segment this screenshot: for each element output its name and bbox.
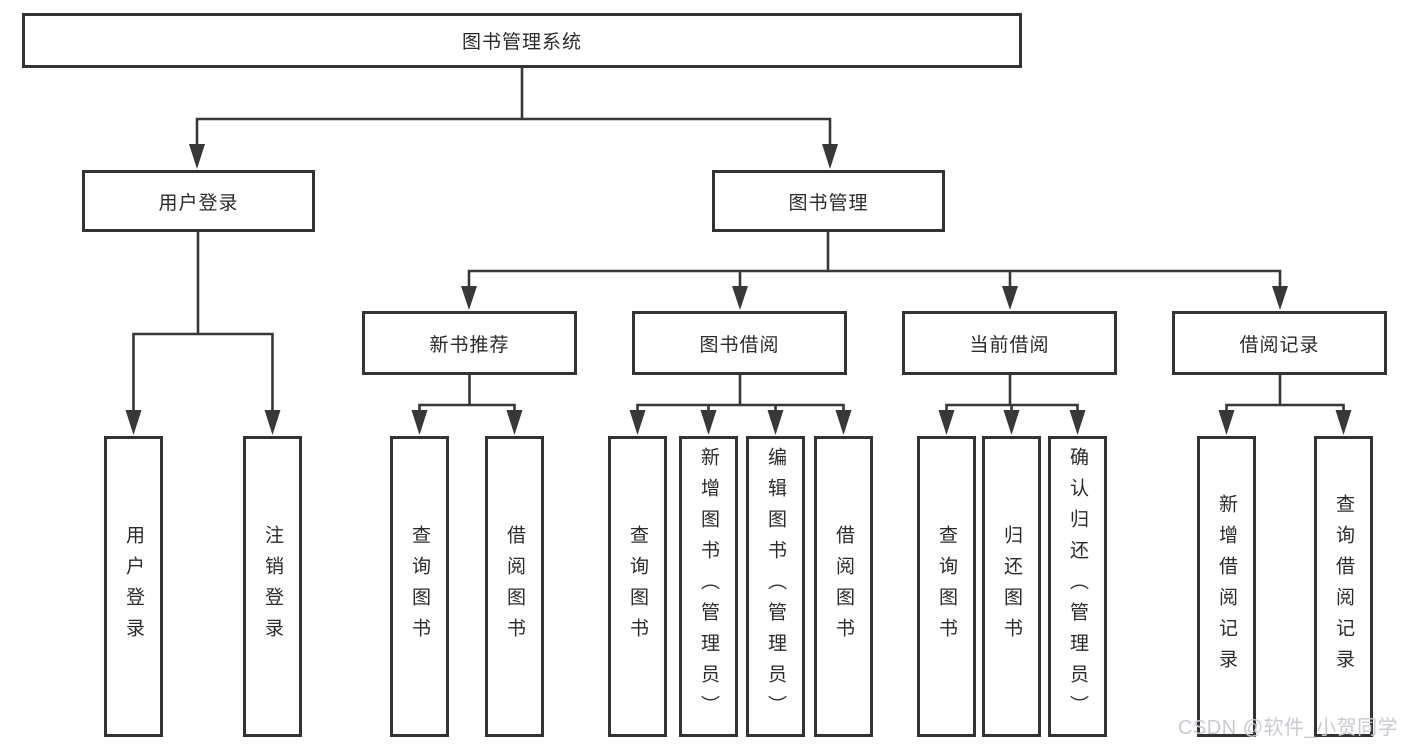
- node-user-login-label: 用户登录: [158, 192, 239, 214]
- leaf-recommend-borrow-books: 借阅图书: [485, 436, 544, 737]
- leaf-return-books-label: 归还图书: [1001, 524, 1022, 649]
- node-borrow-records-label: 借阅记录: [1239, 334, 1320, 356]
- leaf-confirm-return-admin-label: 确认归还（管理员）: [1067, 447, 1088, 726]
- leaf-query-borrow-record: 查询借阅记录: [1314, 436, 1373, 737]
- leaf-user-login: 用户登录: [104, 436, 163, 737]
- node-new-book-recommend: 新书推荐: [362, 311, 577, 375]
- leaf-current-query-books: 查询图书: [917, 436, 976, 737]
- leaf-edit-books-admin: 编辑图书（管理员）: [746, 436, 805, 737]
- leaf-current-query-books-label: 查询图书: [936, 524, 957, 649]
- leaf-logout: 注销登录: [243, 436, 302, 737]
- leaf-recommend-borrow-books-label: 借阅图书: [504, 524, 525, 649]
- node-root-label: 图书管理系统: [461, 32, 582, 53]
- node-book-management: 图书管理: [712, 170, 945, 232]
- node-new-book-recommend-label: 新书推荐: [429, 334, 510, 356]
- leaf-logout-label: 注销登录: [262, 524, 283, 649]
- node-book-borrow: 图书借阅: [632, 311, 847, 375]
- node-current-borrow: 当前借阅: [902, 311, 1117, 375]
- leaf-add-borrow-record-label: 新增借阅记录: [1216, 493, 1237, 680]
- leaf-borrow-books-label: 借阅图书: [833, 524, 854, 649]
- leaf-add-books-admin: 新增图书（管理员）: [679, 436, 738, 737]
- leaf-confirm-return-admin: 确认归还（管理员）: [1048, 436, 1107, 737]
- node-book-management-label: 图书管理: [788, 192, 869, 214]
- leaf-user-login-label: 用户登录: [123, 524, 144, 649]
- leaf-borrow-books: 借阅图书: [814, 436, 873, 737]
- node-user-login: 用户登录: [82, 170, 315, 232]
- node-root-system: 图书管理系统: [22, 13, 1022, 68]
- leaf-recommend-query-books: 查询图书: [390, 436, 449, 737]
- leaf-return-books: 归还图书: [982, 436, 1041, 737]
- node-book-borrow-label: 图书借阅: [699, 334, 780, 356]
- csdn-watermark: CSDN @软件_小贺同学: [1178, 717, 1399, 739]
- node-borrow-records: 借阅记录: [1172, 311, 1387, 375]
- leaf-borrow-query-books: 查询图书: [608, 436, 667, 737]
- node-current-borrow-label: 当前借阅: [969, 334, 1050, 356]
- leaf-add-books-admin-label: 新增图书（管理员）: [698, 447, 719, 726]
- leaf-recommend-query-books-label: 查询图书: [409, 524, 430, 649]
- leaf-edit-books-admin-label: 编辑图书（管理员）: [765, 447, 786, 726]
- leaf-add-borrow-record: 新增借阅记录: [1197, 436, 1256, 737]
- leaf-query-borrow-record-label: 查询借阅记录: [1333, 493, 1354, 680]
- leaf-borrow-query-books-label: 查询图书: [627, 524, 648, 649]
